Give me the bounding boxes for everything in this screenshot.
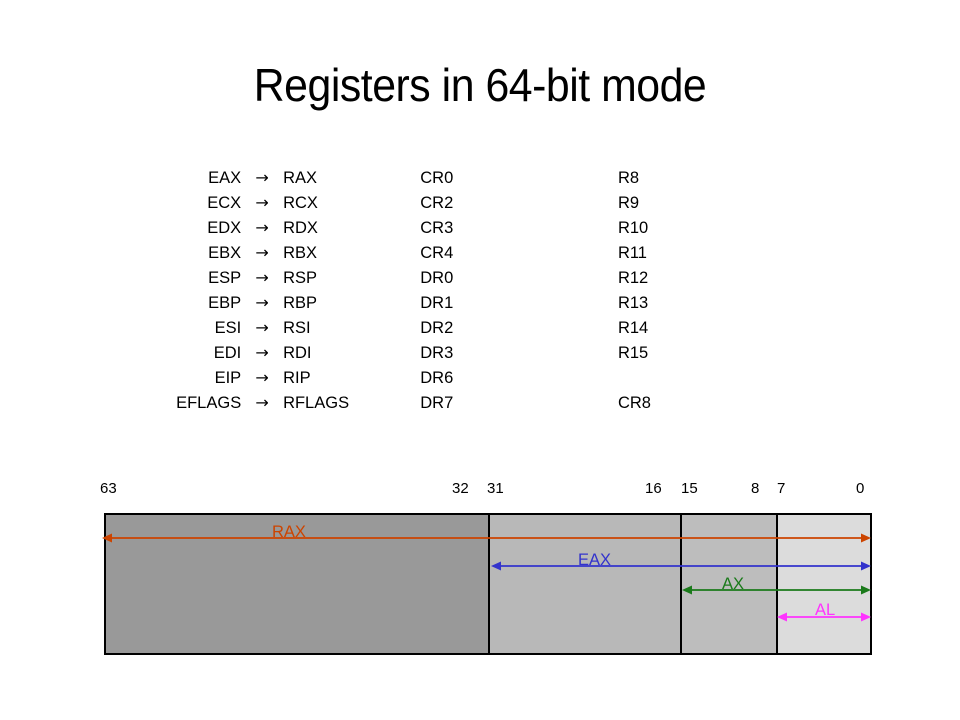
table-row: ESP → RSP DR0 R12 [104, 266, 804, 291]
register-extended: R13 [617, 294, 649, 313]
bit-label-7: 7 [777, 480, 786, 497]
bit-label-15: 15 [681, 480, 698, 497]
table-row: ECX → RCX CR2 R9 [104, 191, 804, 216]
maps-to-arrow-icon: → [241, 366, 283, 391]
register-new-name: RSP [283, 269, 317, 288]
maps-to-arrow-icon: → [241, 316, 283, 341]
page-title: Registers in 64-bit mode [253, 59, 707, 111]
table-row: EBX → RBX CR4 R11 [104, 241, 804, 266]
register-new-name: RDX [283, 219, 318, 238]
table-row: ESI → RSI DR2 R14 [104, 316, 804, 341]
table-row: EDI → RDI DR3 R15 [104, 341, 804, 366]
register-extended: R12 [617, 269, 649, 288]
register-old-name: EIP [214, 369, 242, 388]
arrow-right-icon: → [255, 168, 269, 188]
span-label-rax: RAX [272, 523, 306, 541]
arrow-right-icon: → [255, 218, 269, 238]
register-extended: R14 [617, 319, 649, 338]
arrow-right-icon: → [255, 343, 269, 363]
register-old-name: EDI [213, 344, 242, 363]
bit-label-31: 31 [487, 480, 504, 497]
register-control: DR7 [420, 394, 454, 413]
arrow-right-icon: → [255, 318, 269, 338]
register-old-name: EAX [208, 169, 242, 188]
register-new-name: RIP [283, 369, 311, 388]
bit-label-32: 32 [452, 480, 469, 497]
register-old-name: ESP [208, 269, 242, 288]
register-old-name: ESI [214, 319, 242, 338]
register-extended: R10 [617, 219, 649, 238]
register-extended: R8 [617, 169, 640, 188]
register-old-name: EBP [208, 294, 242, 313]
register-extended: R15 [617, 344, 649, 363]
table-row: EAX → RAX CR0 R8 [104, 166, 804, 191]
arrow-right-icon: → [255, 268, 269, 288]
arrow-right-icon: → [255, 368, 269, 388]
arrow-right-icon: → [255, 193, 269, 213]
register-new-name: RBP [283, 294, 317, 313]
maps-to-arrow-icon: → [241, 191, 283, 216]
register-mapping-table: EAX → RAX CR0 R8 ECX → RCX CR2 R9 EDX → … [104, 166, 804, 416]
register-new-name: RBX [283, 244, 317, 263]
table-row: EFLAGS → RFLAGS DR7 CR8 [104, 391, 804, 416]
register-control: CR0 [420, 169, 454, 188]
maps-to-arrow-icon: → [241, 241, 283, 266]
register-control: CR2 [420, 194, 454, 213]
register-segment-bits-31-16 [490, 515, 682, 653]
register-table-body: EAX → RAX CR0 R8 ECX → RCX CR2 R9 EDX → … [104, 166, 804, 416]
register-control: DR2 [420, 319, 454, 338]
register-new-name: RDI [283, 344, 312, 363]
register-old-name: EBX [208, 244, 242, 263]
span-label-ax: AX [722, 575, 745, 593]
span-label-al: AL [815, 601, 836, 619]
register-layout-diagram [104, 513, 872, 655]
register-new-name: RAX [283, 169, 317, 188]
maps-to-arrow-icon: → [241, 341, 283, 366]
register-control: DR0 [420, 269, 454, 288]
maps-to-arrow-icon: → [241, 391, 283, 416]
register-control: DR3 [420, 344, 454, 363]
bit-label-0: 0 [856, 480, 865, 497]
register-old-name: EFLAGS [176, 394, 242, 413]
register-extended: R11 [617, 244, 647, 263]
arrow-right-icon: → [255, 293, 269, 313]
bit-label-16: 16 [645, 480, 662, 497]
register-extended: CR8 [617, 394, 651, 413]
maps-to-arrow-icon: → [241, 291, 283, 316]
register-new-name: RFLAGS [283, 394, 350, 413]
table-row: EIP → RIP DR6 [104, 366, 804, 391]
arrow-right-icon: → [255, 393, 269, 413]
bit-label-8: 8 [751, 480, 760, 497]
arrow-right-icon: → [255, 243, 269, 263]
bit-label-63: 63 [100, 480, 117, 497]
maps-to-arrow-icon: → [241, 216, 283, 241]
register-new-name: RSI [283, 319, 311, 338]
register-extended: R9 [617, 194, 640, 213]
register-new-name: RCX [283, 194, 318, 213]
register-old-name: ECX [207, 194, 242, 213]
register-old-name: EDX [207, 219, 242, 238]
register-control: CR4 [420, 244, 454, 263]
register-segment-bits-7-0 [778, 515, 870, 653]
register-control: DR6 [420, 369, 454, 388]
table-row: EBP → RBP DR1 R13 [104, 291, 804, 316]
register-extended [618, 366, 804, 391]
register-control: DR1 [420, 294, 454, 313]
table-row: EDX → RDX CR3 R10 [104, 216, 804, 241]
maps-to-arrow-icon: → [241, 266, 283, 291]
register-control: CR3 [420, 219, 454, 238]
span-label-eax: EAX [578, 551, 612, 569]
maps-to-arrow-icon: → [241, 166, 283, 191]
